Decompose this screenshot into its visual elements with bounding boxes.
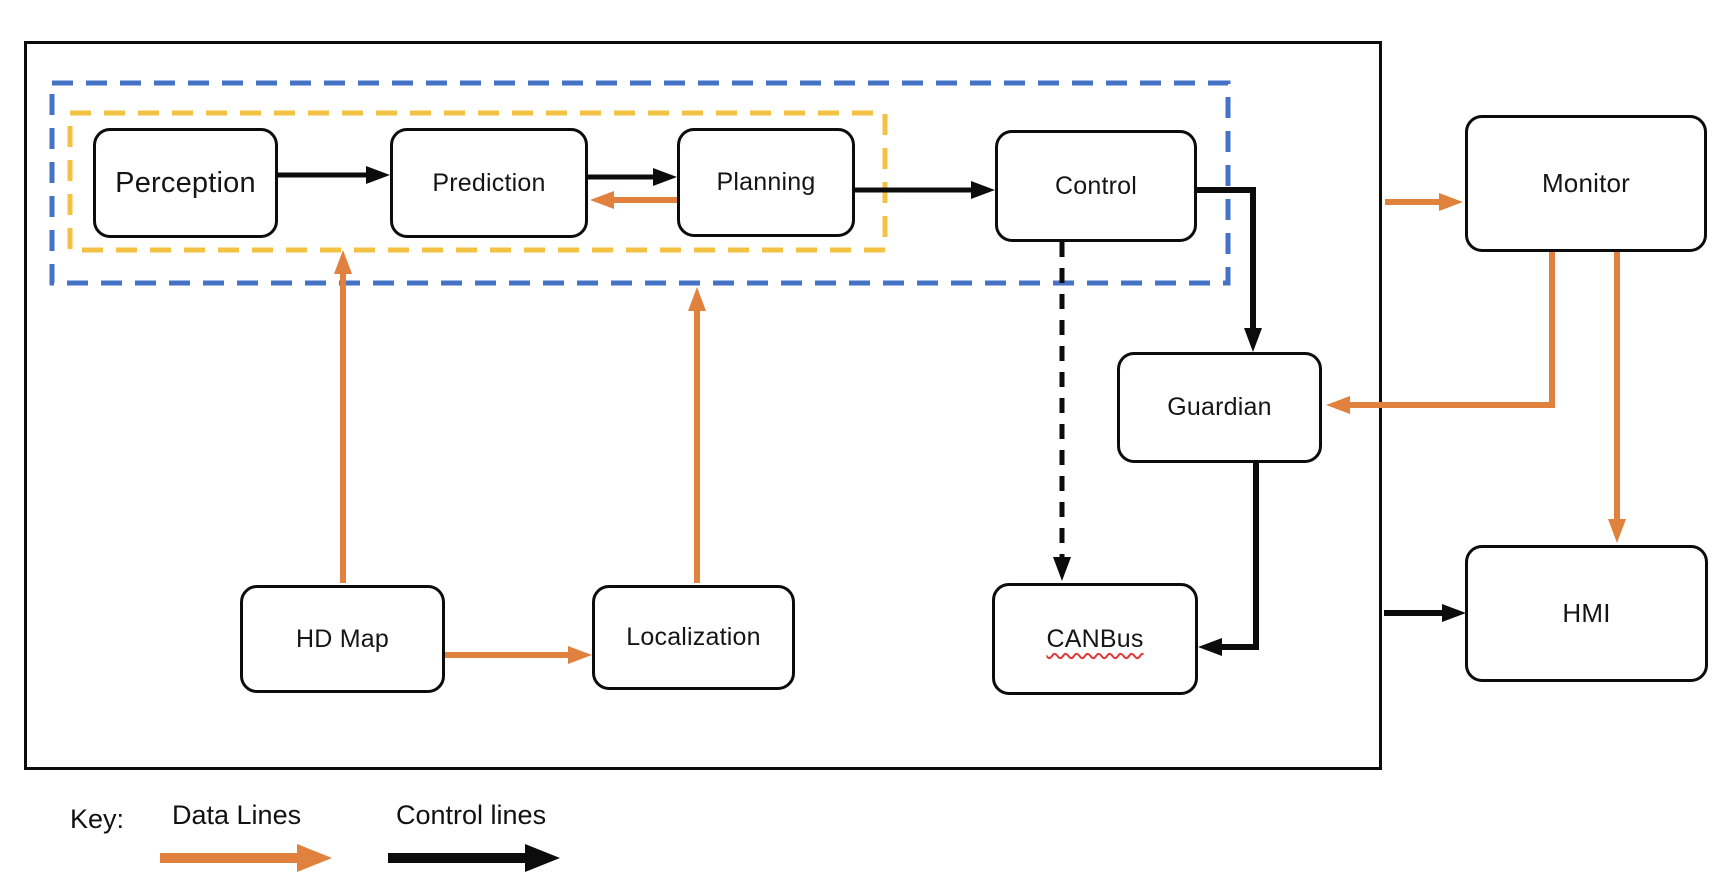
arrow-monitor-to-hmi	[1608, 252, 1626, 543]
arrow-monitor-to-guardian	[1326, 252, 1555, 414]
node-hmi: HMI	[1465, 545, 1708, 682]
node-prediction: Prediction	[390, 128, 588, 238]
legend-control-lines-label: Control lines	[396, 800, 547, 830]
node-perception: Perception	[93, 128, 278, 238]
node-hd-map: HD Map	[240, 585, 445, 693]
guardian-label: Guardian	[1167, 393, 1272, 421]
arrow-hdmap-to-pipeline	[334, 250, 352, 583]
planning-label: Planning	[716, 168, 816, 196]
control-label: Control	[1055, 171, 1137, 200]
prediction-label: Prediction	[432, 168, 546, 197]
legend-key-label: Key:	[70, 804, 125, 834]
node-planning: Planning	[677, 128, 855, 237]
legend-data-line-arrow	[160, 844, 332, 872]
node-monitor: Monitor	[1465, 115, 1707, 252]
node-control: Control	[995, 130, 1197, 242]
arrow-prediction-to-planning	[588, 168, 677, 186]
arrow-localization-to-pipeline	[688, 287, 706, 583]
perception-label: Perception	[115, 166, 256, 199]
node-guardian: Guardian	[1117, 352, 1322, 463]
arrow-planning-to-prediction	[590, 191, 677, 209]
node-canbus: CANBus	[992, 583, 1198, 695]
hmi-label: HMI	[1562, 598, 1611, 628]
blue-dashed-boundary	[49, 80, 1231, 286]
arrow-system-to-hmi	[1384, 604, 1466, 622]
arrow-system-to-monitor	[1385, 193, 1463, 211]
localization-label: Localization	[626, 623, 761, 651]
arrow-hdmap-to-localization	[445, 646, 592, 664]
monitor-label: Monitor	[1541, 168, 1631, 198]
hd-map-label: HD Map	[296, 624, 389, 653]
canbus-label: CANBus	[1046, 624, 1144, 653]
legend-data-lines-label: Data Lines	[172, 800, 302, 830]
node-localization: Localization	[592, 585, 795, 690]
arrow-perception-to-prediction	[278, 166, 390, 184]
arrow-control-to-canbus-dashed	[1053, 242, 1071, 581]
arrow-planning-to-control	[855, 181, 995, 199]
arrow-guardian-to-canbus	[1198, 463, 1259, 656]
legend-control-line-arrow	[388, 844, 560, 872]
arrow-control-to-guardian	[1197, 187, 1262, 352]
